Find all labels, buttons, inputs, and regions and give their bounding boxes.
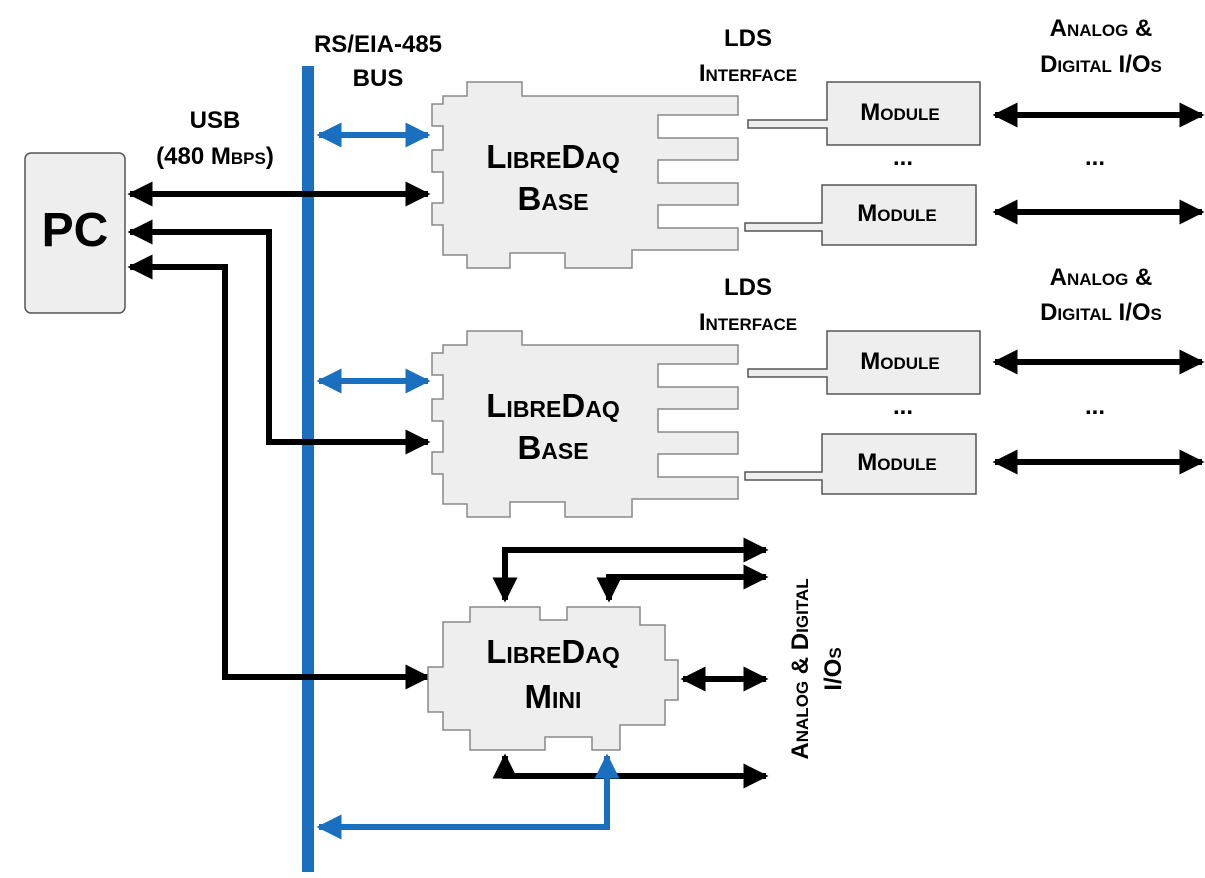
pc-label: PC (42, 204, 109, 257)
base-1-label-line2: Base (517, 180, 588, 217)
io-label-1-line2: Digital I/Os (1040, 51, 1162, 78)
mini-label-line1: LibreDaq (486, 633, 619, 670)
io-ellipsis-2: ... (1085, 393, 1105, 420)
mini-io-label-line1: Analog & Digital (787, 578, 814, 759)
module-2a-label: Module (860, 348, 940, 375)
usb-label-line2: (480 Mbps) (156, 143, 274, 170)
lds-label-2-line1: LDS (724, 274, 772, 301)
bus-label-line2: BUS (353, 65, 404, 92)
io-label-2-line1: Analog & (1050, 264, 1153, 291)
mini-io-arrow-top-1 (492, 537, 769, 603)
base-1-label-line1: LibreDaq (486, 138, 619, 175)
libredaq-base-2: LibreDaq Base (431, 330, 739, 518)
libredaq-base-1: LibreDaq Base (431, 81, 739, 269)
mini-bus-arrow (316, 753, 620, 840)
base-2-label-line2: Base (517, 429, 588, 466)
pc-box (24, 152, 126, 314)
io-label-1-line1: Analog & (1050, 15, 1153, 42)
lds-label-1-line1: LDS (724, 25, 772, 52)
mini-io-label: Analog & Digital I/Os (787, 578, 847, 759)
mini-io-label-line2: I/Os (820, 647, 847, 690)
usb-label-line1: USB (190, 107, 241, 134)
base-2-label-line1: LibreDaq (486, 387, 619, 424)
io-ellipsis-1: ... (1085, 144, 1105, 171)
usb-arrow-mini (127, 254, 431, 690)
usb-arrow-base-2 (127, 219, 431, 455)
module-1b-label: Module (857, 200, 937, 227)
lds-label-1-line2: Interface (699, 60, 797, 87)
rs485-bus-line (302, 66, 314, 872)
libredaq-mini: LibreDaq Mini (427, 606, 679, 751)
mini-io-arrow-top-2 (596, 564, 769, 603)
mini-io-arrow-bottom (492, 753, 769, 789)
module-1a-label: Module (860, 99, 940, 126)
module-group-1: Module ... Module (744, 81, 981, 246)
io-label-2-line2: Digital I/Os (1040, 299, 1162, 326)
module-2b-label: Module (857, 449, 937, 476)
mini-label-line2: Mini (525, 678, 582, 715)
module-ellipsis-1: ... (893, 144, 913, 171)
lds-label-2-line2: Interface (699, 309, 797, 336)
bus-label-line1: RS/EIA-485 (314, 31, 442, 58)
module-ellipsis-2: ... (893, 393, 913, 420)
module-group-2: Module ... Module (744, 330, 981, 495)
